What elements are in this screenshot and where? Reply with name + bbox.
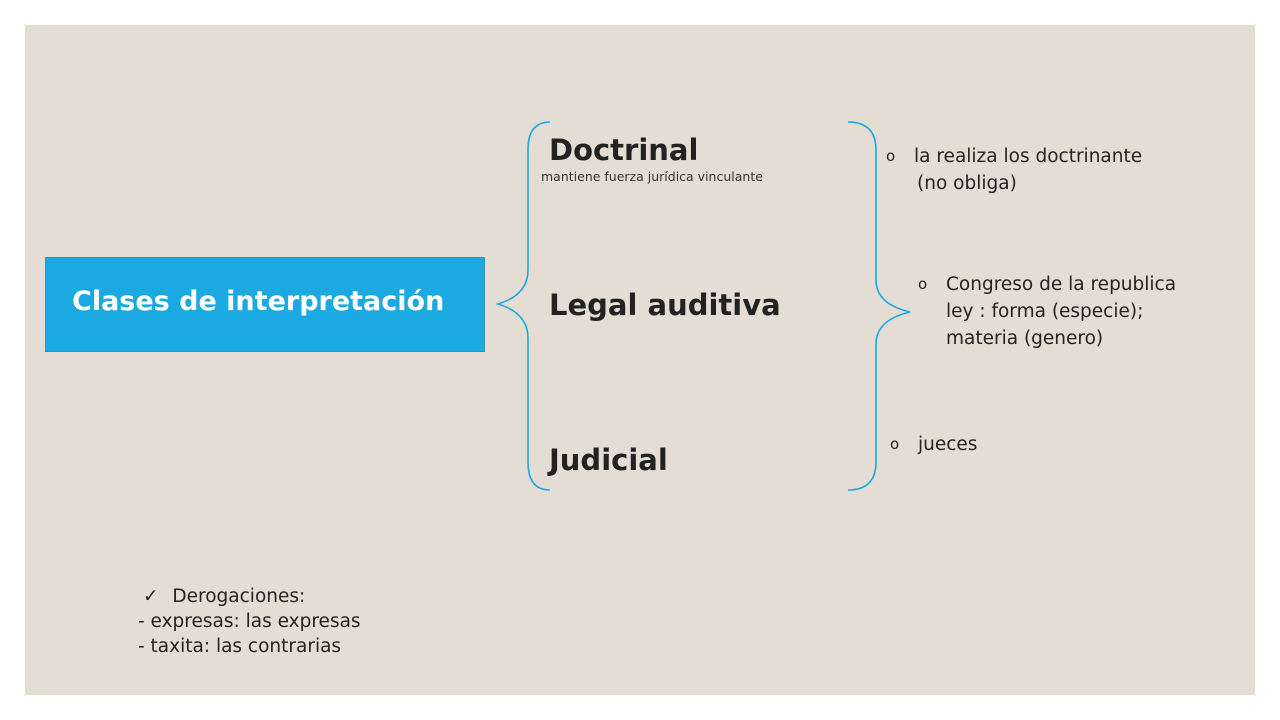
left-brace (495, 121, 551, 491)
note-judicial: o jueces (890, 431, 978, 458)
note-doctrinal: o la realiza los doctrinante (no obliga) (886, 143, 1143, 197)
category-doctrinal: Doctrinal (549, 133, 699, 167)
footer-title-row: ✓ Derogaciones: (138, 584, 361, 609)
footer-item: - expresas: las expresas (138, 611, 361, 632)
bullet-marker: o (886, 147, 896, 165)
category-legal-auditiva: Legal auditiva (549, 288, 781, 322)
category-doctrinal-subtitle: mantiene fuerza jurídica vinculante (541, 169, 763, 184)
footer-item: - taxita: las contrarias (138, 636, 342, 657)
footer-derogaciones: ✓ Derogaciones: - expresas: las expresas… (138, 584, 361, 659)
note-line: jueces (918, 434, 978, 455)
bullet-marker: o (890, 435, 900, 453)
note-legal: o Congreso de la republica ley : forma (… (918, 271, 1177, 352)
note-line: materia (genero) (946, 328, 1104, 349)
right-brace (847, 121, 911, 491)
main-node-label: Clases de interpretación (72, 286, 445, 317)
checkmark-icon: ✓ (143, 586, 159, 607)
note-line: Congreso de la republica (946, 274, 1177, 295)
footer-title: Derogaciones: (172, 586, 306, 607)
category-judicial: Judicial (549, 443, 668, 477)
slide-background (25, 25, 1255, 695)
bullet-marker: o (918, 275, 928, 293)
main-node-box (45, 257, 485, 352)
note-line: la realiza los doctrinante (914, 146, 1143, 167)
note-line: (no obliga) (917, 173, 1017, 194)
note-line: ley : forma (especie); (946, 301, 1144, 322)
